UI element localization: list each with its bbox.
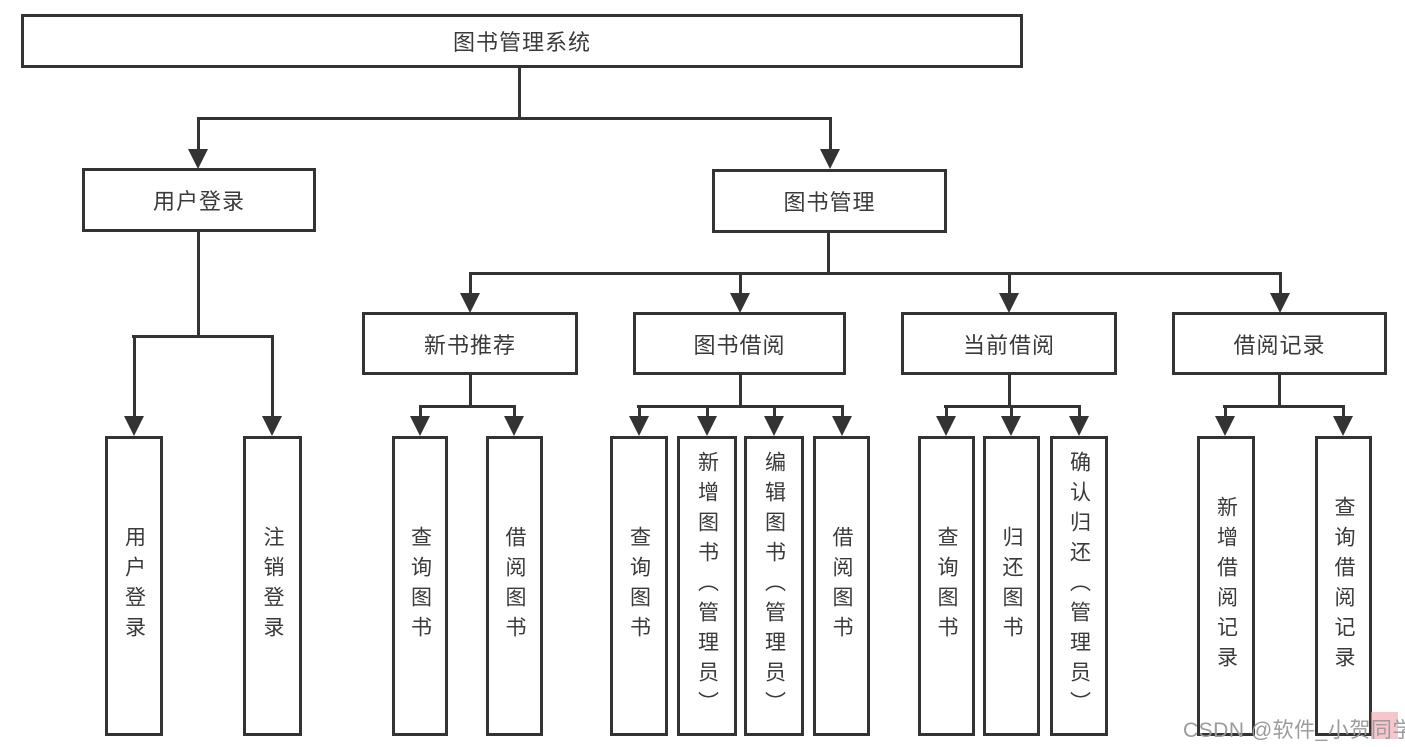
- leaf-user-login: 用户登录: [105, 436, 163, 736]
- node-borrowing-records: 借阅记录: [1172, 312, 1387, 375]
- connector-level1: [197, 117, 832, 120]
- leaf-user-login-label: 用户登录: [122, 526, 146, 646]
- arrowhead-leaf-query-c: [936, 416, 956, 436]
- connector-borrowing-records-children: [1223, 405, 1344, 408]
- node-new-book-recommendation: 新书推荐: [362, 312, 578, 375]
- leaf-add-books-admin-label: 新增图书（管理员）: [695, 451, 719, 721]
- connector-to-leaf-confirm-return: [1077, 405, 1081, 419]
- leaf-query-borrow-record: 查询借阅记录: [1315, 436, 1372, 736]
- arrowhead-new-book: [460, 293, 480, 313]
- node-borrowing-records-label: 借阅记录: [1233, 332, 1326, 358]
- arrowhead-current-borrowing: [999, 293, 1019, 313]
- connector-user-login-children: [132, 335, 274, 338]
- connector-to-leaf-logout: [270, 335, 274, 419]
- node-book-borrowing-label: 图书借阅: [693, 332, 786, 358]
- connector-to-leaf-edit-books: [772, 405, 776, 419]
- connector-to-leaf-borrow-b: [840, 405, 844, 419]
- leaf-return-books: 归还图书: [983, 436, 1040, 736]
- arrowhead-leaf-edit-books: [764, 416, 784, 436]
- connector-to-leaf-return-books: [1009, 405, 1013, 419]
- connector-to-leaf-borrow-a: [512, 405, 516, 419]
- leaf-query-books-b: 查询图书: [610, 436, 668, 736]
- arrowhead-book-borrowing: [730, 293, 750, 313]
- leaf-borrow-books-b: 借阅图书: [813, 436, 870, 736]
- node-current-borrowing-label: 当前借阅: [962, 332, 1055, 358]
- connector-book-borrowing-stub: [738, 375, 742, 407]
- leaf-confirm-return-admin-label: 确认归还（管理员）: [1067, 451, 1091, 721]
- leaf-add-borrow-record-label: 新增借阅记录: [1214, 496, 1238, 676]
- leaf-borrow-books-a: 借阅图书: [486, 436, 543, 736]
- node-user-login-label: 用户登录: [152, 189, 245, 214]
- leaf-query-books-b-label: 查询图书: [627, 526, 651, 646]
- arrowhead-leaf-query-record: [1333, 416, 1353, 436]
- node-root-label: 图书管理系统: [452, 30, 591, 55]
- arrowhead-leaf-return-books: [1001, 416, 1021, 436]
- connector-to-leaf-query-a: [418, 405, 422, 419]
- connector-to-new-book: [468, 272, 472, 296]
- leaf-query-borrow-record-label: 查询借阅记录: [1332, 496, 1355, 676]
- leaf-query-books-a: 查询图书: [392, 436, 448, 736]
- connector-new-book-children: [419, 405, 516, 408]
- leaf-add-books-admin: 新增图书（管理员）: [677, 436, 737, 736]
- arrowhead-leaf-query-b: [629, 416, 649, 436]
- connector-new-book-stub: [468, 375, 472, 407]
- connector-current-borrowing-stub: [1007, 375, 1011, 407]
- connector-to-leaf-user-login: [132, 335, 136, 419]
- connector-to-book-borrowing: [738, 272, 742, 296]
- arrowhead-borrowing-records: [1270, 293, 1290, 313]
- leaf-edit-books-admin-label: 编辑图书（管理员）: [762, 451, 786, 721]
- leaf-confirm-return-admin: 确认归还（管理员）: [1050, 436, 1108, 736]
- leaf-borrow-books-b-label: 借阅图书: [830, 526, 853, 646]
- connector-to-leaf-query-c: [944, 405, 948, 419]
- connector-borrowing-records-stub: [1277, 375, 1281, 407]
- connector-user-login-stub: [196, 232, 200, 337]
- connector-to-leaf-query-record: [1341, 405, 1345, 419]
- node-root: 图书管理系统: [21, 14, 1023, 68]
- arrowhead-book-management: [820, 149, 840, 169]
- connector-to-book-management: [828, 117, 832, 152]
- connector-to-current-borrowing: [1007, 272, 1011, 296]
- connector-to-leaf-add-books: [705, 405, 709, 419]
- arrowhead-leaf-user-login: [124, 416, 144, 436]
- arrowhead-user-login: [188, 149, 208, 169]
- arrowhead-leaf-query-a: [410, 416, 430, 436]
- leaf-logout-label: 注销登录: [261, 526, 284, 646]
- watermark-accent: [1371, 712, 1398, 739]
- arrowhead-leaf-borrow-b: [832, 416, 852, 436]
- node-user-login: 用户登录: [82, 168, 316, 232]
- connector-to-leaf-query-b: [637, 405, 641, 419]
- node-book-management-label: 图书管理: [783, 190, 876, 215]
- arrowhead-leaf-logout: [262, 416, 282, 436]
- arrowhead-leaf-borrow-a: [504, 416, 524, 436]
- arrowhead-leaf-add-books: [697, 416, 717, 436]
- leaf-query-books-a-label: 查询图书: [408, 526, 432, 646]
- connector-level2: [469, 272, 1281, 275]
- connector-to-borrowing-records: [1278, 272, 1282, 296]
- node-current-borrowing: 当前借阅: [901, 312, 1117, 375]
- connector-book-management-stub: [826, 233, 830, 274]
- leaf-add-borrow-record: 新增借阅记录: [1197, 436, 1255, 736]
- node-new-book-label: 新书推荐: [423, 332, 516, 358]
- leaf-borrow-books-a-label: 借阅图书: [503, 526, 526, 646]
- watermark: CSDN @软件_小贺同学: [1183, 719, 1405, 742]
- arrowhead-leaf-confirm-return: [1069, 416, 1089, 436]
- leaf-logout: 注销登录: [243, 436, 302, 736]
- connector-book-borrowing-children: [637, 405, 843, 408]
- connector-to-leaf-add-record: [1223, 405, 1227, 419]
- leaf-query-books-c: 查询图书: [918, 436, 975, 736]
- connector-to-user-login: [196, 117, 200, 152]
- leaf-edit-books-admin: 编辑图书（管理员）: [744, 436, 804, 736]
- leaf-return-books-label: 归还图书: [1000, 526, 1023, 646]
- connector-root-stub: [517, 68, 521, 119]
- node-book-borrowing: 图书借阅: [633, 312, 846, 375]
- leaf-query-books-c-label: 查询图书: [935, 526, 958, 646]
- arrowhead-leaf-add-record: [1215, 416, 1235, 436]
- node-book-management: 图书管理: [712, 169, 947, 233]
